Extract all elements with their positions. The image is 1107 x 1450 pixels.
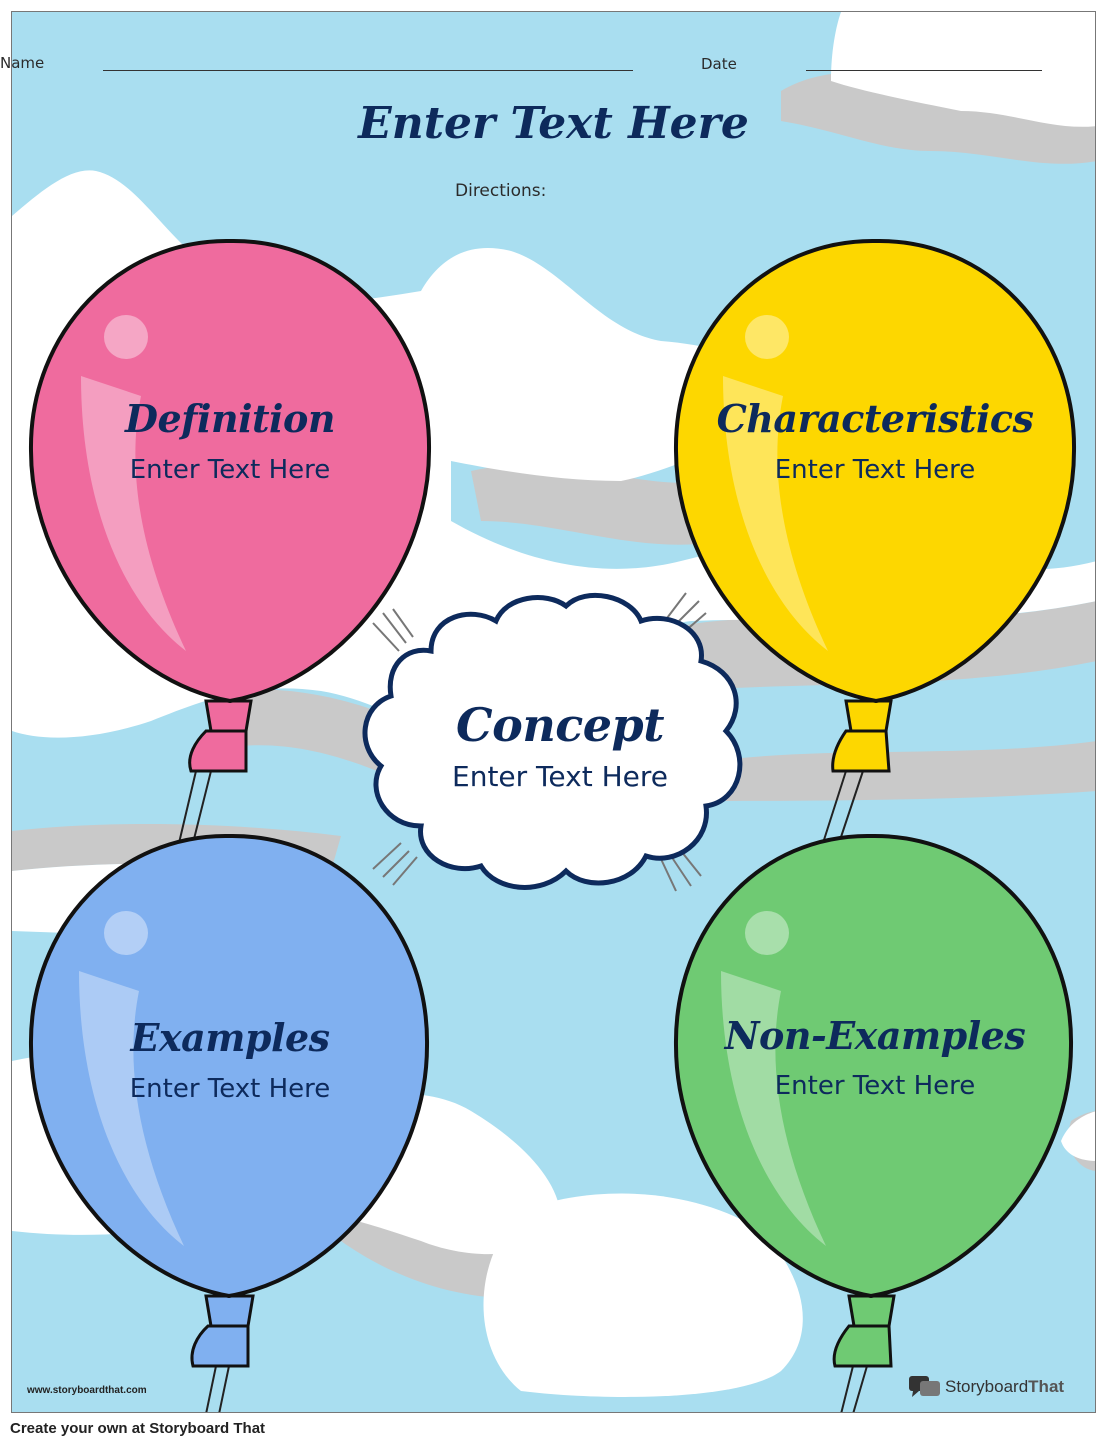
non-examples-title: Non-Examples <box>724 1013 1026 1058</box>
footer-text[interactable]: Create your own at Storyboard That <box>10 1420 266 1437</box>
speech-bubbles-icon <box>909 1376 940 1397</box>
examples-title: Examples <box>130 1015 330 1060</box>
definition-text[interactable]: Enter Text Here <box>129 455 331 485</box>
name-label: Name <box>0 54 45 72</box>
sky-background <box>12 12 1095 1412</box>
worksheet <box>11 11 1096 1413</box>
concept-title: Concept <box>456 698 664 752</box>
page-title[interactable]: Enter Text Here <box>358 98 749 149</box>
non-examples-text[interactable]: Enter Text Here <box>774 1071 976 1101</box>
balloon-characteristics <box>673 238 1077 773</box>
balloon-non-examples <box>673 833 1074 1368</box>
characteristics-title: Characteristics <box>716 396 1034 441</box>
name-field-line[interactable] <box>103 70 633 71</box>
directions-label: Directions: <box>455 181 547 201</box>
definition-title: Definition <box>125 396 335 441</box>
examples-text[interactable]: Enter Text Here <box>129 1074 331 1104</box>
date-field-line[interactable] <box>806 70 1042 71</box>
concept-text[interactable]: Enter Text Here <box>452 760 668 793</box>
balloon-definition <box>28 238 432 773</box>
brand-storyboard: Storyboard <box>945 1377 1029 1396</box>
watermark-url: www.storyboardthat.com <box>27 1385 147 1396</box>
date-label: Date <box>701 55 737 73</box>
brand-that: That <box>1028 1377 1065 1396</box>
balloon-examples <box>28 833 430 1368</box>
characteristics-text[interactable]: Enter Text Here <box>774 455 976 485</box>
concept-cloud <box>362 592 743 890</box>
